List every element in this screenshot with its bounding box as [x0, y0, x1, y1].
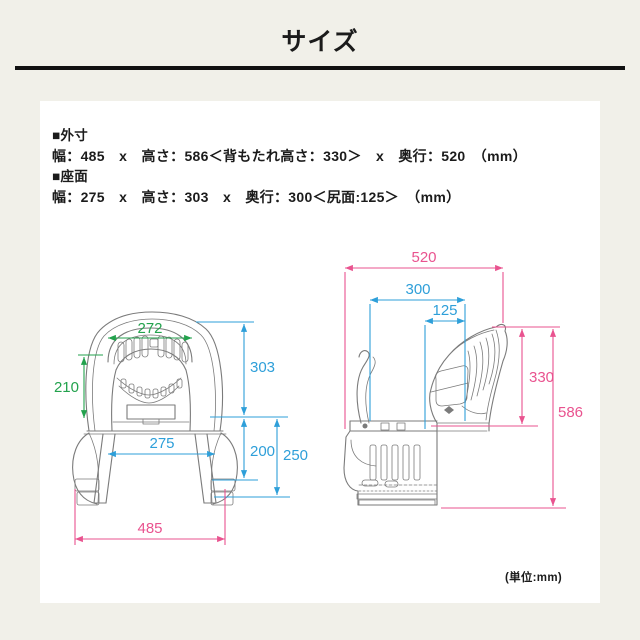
side-base-slats [369, 444, 421, 481]
dim-label-upper-height: 303 [250, 359, 275, 376]
dim-label-hip-depth: 125 [432, 302, 457, 319]
front-view-drawing [72, 311, 238, 506]
dim-label-backrest-height: 330 [529, 369, 554, 386]
backrest-slot-row [120, 378, 183, 399]
dim-label-total-height: 586 [558, 404, 583, 421]
backrest-side-slats [461, 329, 500, 421]
dim-label-back-inner-height: 210 [54, 379, 79, 396]
dim-label-lower-outer-height: 250 [283, 447, 308, 464]
dim-label-total-width: 485 [137, 520, 162, 537]
side-view-drawing [343, 323, 508, 506]
dim-label-seat-width: 275 [149, 435, 174, 452]
title-divider [15, 66, 625, 70]
dim-label-seat-depth: 300 [405, 281, 430, 298]
unit-note: (単位:mm) [504, 572, 562, 584]
seat-surface-heading: ■座面 [52, 169, 89, 184]
side-view-dimensions: 520 300 125 330 586 [344, 249, 583, 509]
front-view-dimensions: 272 210 303 275 200 250 485 [54, 320, 308, 545]
dim-label-lower-height: 200 [250, 443, 275, 460]
page-title: サイズ [281, 28, 359, 56]
bolt-diamond-icon [444, 406, 454, 414]
size-spec-text: ■外寸 幅：485 x 高さ：586＜背もたれ高さ：330＞ x 奥行：520 … [52, 126, 592, 208]
outer-dimensions-heading: ■外寸 [52, 128, 89, 143]
seat-surface-line: 幅：275 x 高さ：303 x 奥行：300＜尻面:125＞ （mm） [52, 189, 461, 205]
dim-label-inner-top-width: 272 [137, 320, 162, 337]
outer-dimensions-line: 幅：485 x 高さ：586＜背もたれ高さ：330＞ x 奥行：520 （mm） [52, 148, 527, 164]
dim-label-total-depth: 520 [411, 249, 436, 266]
